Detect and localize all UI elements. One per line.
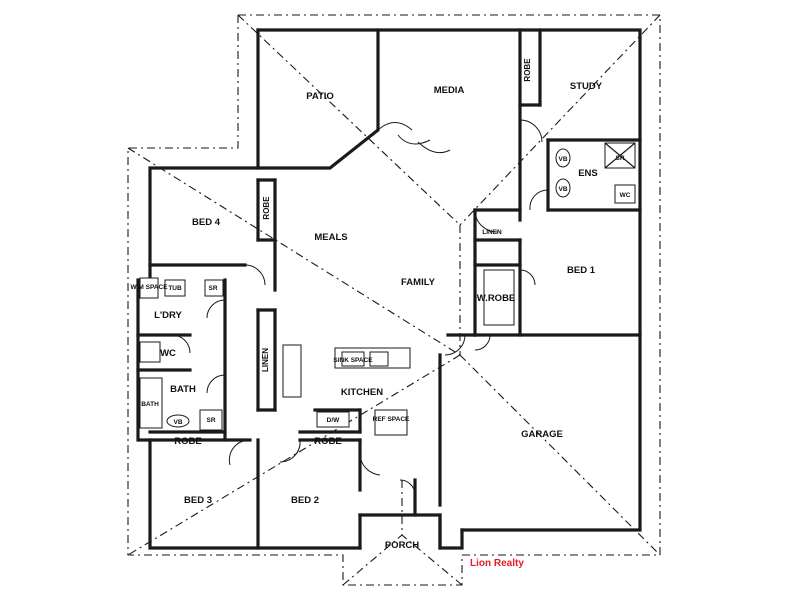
label-vb-ens-1: VB — [558, 156, 567, 163]
ens-toilet — [614, 184, 636, 204]
agency-watermark: Lion Realty — [470, 558, 524, 569]
laundry-shower — [204, 279, 224, 297]
dishwasher — [316, 411, 350, 428]
label-kitchen: KITCHEN — [341, 387, 383, 398]
fridge-space — [374, 409, 408, 436]
label-robe-bed4: ROBE — [262, 196, 271, 220]
label-linen-ens: LINEN — [482, 229, 502, 236]
label-sr-ens: SR — [615, 155, 624, 162]
label-bath-tub: BATH — [141, 401, 159, 408]
label-sr-bath: SR — [206, 417, 215, 424]
door-swings — [171, 119, 549, 496]
bath-vanity — [166, 414, 190, 428]
label-media: MEDIA — [434, 85, 465, 96]
label-robe-media: ROBE — [523, 58, 532, 82]
laundry-tub — [164, 279, 186, 297]
label-patio: PATIO — [306, 91, 334, 102]
label-wc: WC — [160, 348, 176, 359]
roof-outline — [127, 14, 661, 586]
label-ldry: L'DRY — [154, 310, 182, 321]
label-wm-space: W/M SPACE — [130, 284, 168, 291]
label-robe-bed2: ROBE — [314, 436, 341, 447]
label-garage: GARAGE — [521, 429, 563, 440]
label-dw: D/W — [327, 417, 341, 424]
label-sr-laundry: SR — [208, 285, 217, 292]
label-tub: TUB — [168, 285, 182, 292]
ens-vanity-2 — [555, 178, 571, 198]
kitchen-sink — [369, 351, 389, 367]
room-labels: PATIO MEDIA ROBE STUDY ENS ROBE BED 4 ME… — [130, 58, 630, 551]
sink-space — [341, 351, 365, 367]
label-vb-bath: VB — [173, 419, 182, 426]
label-robe-bed3: ROBE — [174, 436, 201, 447]
label-meals: MEALS — [314, 232, 347, 243]
label-family: FAMILY — [401, 277, 436, 288]
walk-in-robe-shelf — [483, 269, 515, 326]
internal-walls — [136, 28, 642, 550]
label-vb-ens-2: VB — [558, 186, 567, 193]
label-study: STUDY — [570, 81, 603, 92]
label-porch: PORCH — [385, 540, 419, 551]
label-bath: BATH — [170, 384, 196, 395]
pantry-unit — [282, 344, 302, 398]
bathtub — [139, 377, 163, 429]
label-ref-space: REF SPACE — [373, 416, 410, 423]
fixtures — [139, 142, 636, 436]
label-bed4: BED 4 — [192, 217, 221, 228]
label-ens: ENS — [578, 168, 598, 179]
outer-walls — [136, 28, 642, 550]
toilet — [139, 341, 161, 363]
washing-machine — [139, 277, 159, 299]
label-bed1: BED 1 — [567, 265, 596, 276]
label-bed2: BED 2 — [291, 495, 319, 506]
bath-shower — [199, 409, 223, 431]
label-bed3: BED 3 — [184, 495, 212, 506]
label-sink-space: SINK SPACE — [333, 357, 373, 364]
label-wrobe: W.ROBE — [477, 293, 516, 304]
ens-vanity-1 — [555, 148, 571, 168]
label-linen-hall: LINEN — [261, 348, 270, 372]
label-wc-ens: WC — [620, 192, 631, 199]
